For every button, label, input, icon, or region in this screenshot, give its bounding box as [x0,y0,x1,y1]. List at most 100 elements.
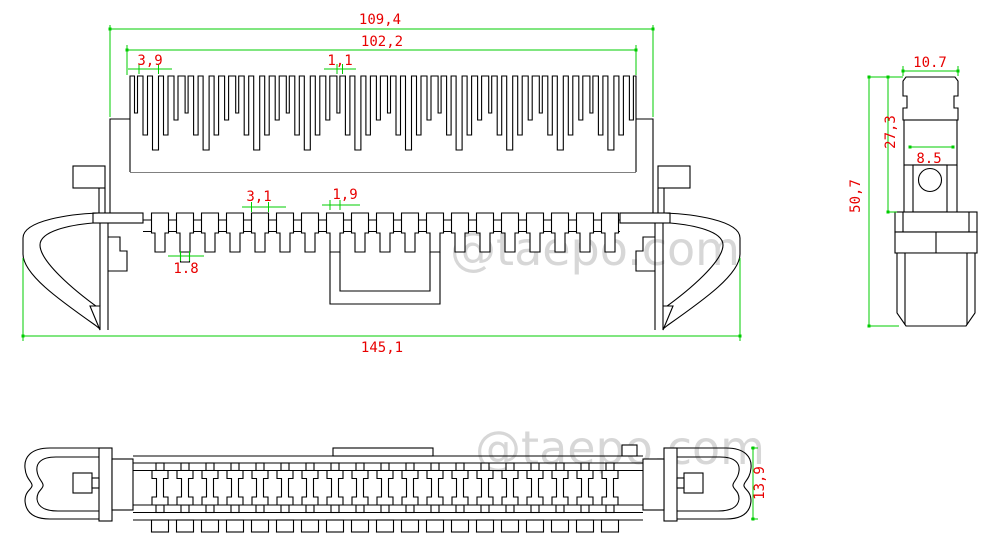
plan-tab-bottom [555,504,565,514]
dim-label-13-9: 13,9 [752,466,768,500]
plan-foot [150,519,170,533]
dim-label-50-7: 50,7 [848,179,864,213]
plan-contact [601,469,619,506]
front-view: 109,4 102,2 3,9 1,1 3,1 1,9 1.8 [21,12,742,356]
plan-foot [250,519,270,533]
contact-pin [575,212,595,253]
plan-contact [226,469,244,506]
side-base-body [896,252,976,327]
dimension-tooth-group: 3,9 [128,53,172,74]
dimension-total-width: 145,1 [21,258,742,356]
side-hole [917,167,943,193]
plan-contact [326,469,344,506]
side-collar-upper [894,211,978,233]
jumper-strap [329,252,441,305]
plan-tab-bottom [355,504,365,514]
plan-strap-plate [332,447,434,457]
plan-tab-top [380,462,390,472]
plan-tab-top [480,462,490,472]
contact-pin [175,212,195,253]
plan-tab-bottom [405,504,415,514]
wire-pin-row [150,212,620,263]
plan-tab-bottom [505,504,515,514]
contact-pin [500,212,520,253]
plan-contact [276,469,294,506]
plan-tab-top [455,462,465,472]
contact-pin [450,212,470,253]
plan-foot [400,519,420,533]
plan-tab-top [255,462,265,472]
plan-contact [501,469,519,506]
comb-teeth-profile [129,75,637,172]
side-neck [903,119,958,166]
plan-tab-bottom [230,504,240,514]
plan-key-bump [621,444,638,457]
plan-contact [551,469,569,506]
dim-label-3-1: 3,1 [246,189,271,205]
side-head [902,76,959,121]
left-bracket [22,165,144,331]
plan-tab-top [530,462,540,472]
plan-contact [476,469,494,506]
contact-pin [600,212,620,253]
plan-tab-top [280,462,290,472]
plan-tab-top [605,462,615,472]
plan-tab-bottom [255,504,265,514]
plan-tab-bottom [430,504,440,514]
plan-foot [300,519,320,533]
dimension-pin-width: 3,1 [242,189,286,212]
plan-contact [451,469,469,506]
plan-contact [401,469,419,506]
dim-label-102-2: 102,2 [361,34,403,50]
plan-foot [425,519,445,533]
plan-tab-top [180,462,190,472]
plan-contact [301,469,319,506]
contact-pin [375,212,395,253]
plan-foot [525,519,545,533]
dimension-total-height: 50,7 [848,75,899,328]
plan-foot [350,519,370,533]
plan-foot [550,519,570,533]
plan-foot [325,519,345,533]
plan-foot [450,519,470,533]
contact-pin [275,212,295,253]
plan-tab-bottom [480,504,490,514]
contact-pin [400,212,420,253]
dimension-pin-tip: 1.8 [168,251,204,277]
plan-foot [175,519,195,533]
plan-contact-row [150,462,620,533]
dim-label-8-5: 8.5 [916,151,941,167]
plan-contact [376,469,394,506]
plan-tab-bottom [580,504,590,514]
plan-tab-top [580,462,590,472]
contact-pin [475,212,495,253]
plan-tab-top [505,462,515,472]
plan-tab-bottom [605,504,615,514]
contact-pin [550,212,570,253]
dim-label-109-4: 109,4 [359,12,401,28]
body-shoulders [109,118,654,213]
plan-tab-bottom [455,504,465,514]
dim-label-1-8: 1.8 [173,261,198,277]
dimension-head-width: 10.7 [901,55,960,76]
plan-tab-bottom [330,504,340,514]
side-view: 10.7 8.5 27,3 50,7 [848,55,978,328]
plan-tab-bottom [530,504,540,514]
plan-tab-top [430,462,440,472]
plan-tab-bottom [305,504,315,514]
plan-contact [151,469,169,506]
contact-pin [300,212,320,253]
dimension-pin-stub: 1,9 [322,187,360,210]
plan-contact [426,469,444,506]
plan-foot [600,519,620,533]
contact-pin [525,212,545,253]
contact-pin [325,212,345,253]
dim-label-145-1: 145,1 [361,340,403,356]
contact-pin [425,212,445,253]
plan-foot [475,519,495,533]
plan-tab-top [230,462,240,472]
dimension-comb-width: 102,2 [125,34,638,75]
plan-contact [251,469,269,506]
plan-tab-bottom [380,504,390,514]
side-base-ribs [904,253,968,325]
